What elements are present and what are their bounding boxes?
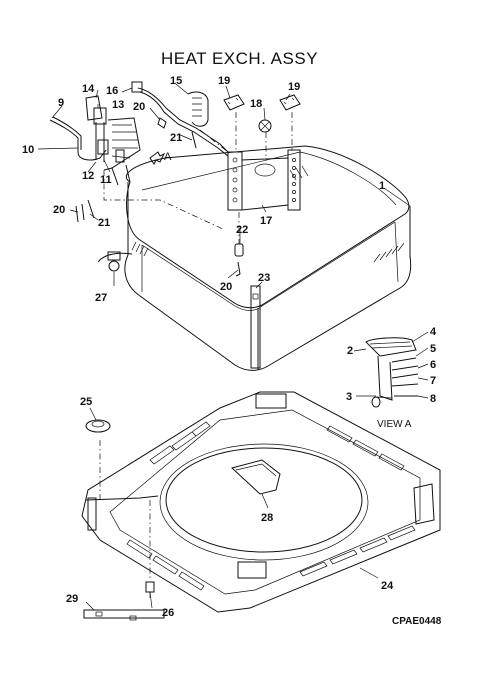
clip-21-left <box>87 199 95 219</box>
drain-pan-24 <box>81 391 441 613</box>
callout-2: 2 <box>347 345 353 357</box>
view-a-arrow: A <box>149 151 172 165</box>
bracket-19-left <box>223 94 245 111</box>
callout-1: 1 <box>379 180 385 192</box>
callout-5: 5 <box>430 343 436 355</box>
callout-leaders <box>37 83 429 611</box>
sensor-27 <box>97 251 133 272</box>
clip-20-left <box>75 203 85 223</box>
callout-numbers: 1 2 3 4 5 6 7 8 9 10 11 12 13 14 15 16 1… <box>22 75 437 619</box>
callout-24: 24 <box>381 580 394 592</box>
bracket-19-right <box>279 94 301 111</box>
callout-29: 29 <box>66 593 78 605</box>
heat-exchanger-coil <box>124 145 412 371</box>
bracket-bar-29 <box>83 609 165 621</box>
view-a-label: VIEW A <box>377 419 412 430</box>
callout-11: 11 <box>100 174 112 186</box>
callout-3: 3 <box>346 391 352 403</box>
clip-20-top <box>157 117 167 129</box>
callout-7: 7 <box>430 375 436 387</box>
view-a-detail <box>365 337 419 408</box>
callout-22: 22 <box>236 224 248 236</box>
callout-17: 17 <box>260 215 272 227</box>
diagram-title: HEAT EXCH. ASSY <box>160 49 319 68</box>
refrigerant-piping <box>49 81 229 186</box>
callout-14: 14 <box>82 83 95 95</box>
callout-19-left: 19 <box>218 75 230 87</box>
arrow-a-label: A <box>164 151 172 163</box>
callout-23: 23 <box>258 272 270 284</box>
callout-6: 6 <box>430 359 436 371</box>
callout-21-left: 21 <box>98 217 110 229</box>
callout-20-top: 20 <box>133 101 145 113</box>
callout-16: 16 <box>106 85 118 97</box>
callout-20-left: 20 <box>53 204 65 216</box>
callout-15: 15 <box>170 75 182 87</box>
callout-4: 4 <box>430 326 437 338</box>
callout-26: 26 <box>162 607 174 619</box>
callout-19-right: 19 <box>288 81 300 93</box>
screw-18 <box>258 119 272 133</box>
drawing-code: CPAE0448 <box>392 616 442 627</box>
callout-18: 18 <box>250 98 262 110</box>
drain-cap-25 <box>85 419 111 433</box>
callout-25: 25 <box>80 396 92 408</box>
callout-13: 13 <box>112 99 124 111</box>
cover-plate-28 <box>230 459 281 495</box>
callout-21-top: 21 <box>170 132 182 144</box>
callout-28: 28 <box>261 512 273 524</box>
callout-20-mid: 20 <box>220 281 232 293</box>
clip-20-mid <box>235 261 241 277</box>
clip-21-top <box>191 131 197 149</box>
callout-12: 12 <box>82 170 94 182</box>
assembly-leaders <box>99 112 293 580</box>
callout-10: 10 <box>22 144 34 156</box>
callout-9: 9 <box>58 97 64 109</box>
callout-8: 8 <box>430 393 436 405</box>
clamp-22 <box>234 243 244 257</box>
callout-27: 27 <box>95 292 107 304</box>
screw-26 <box>145 581 155 598</box>
